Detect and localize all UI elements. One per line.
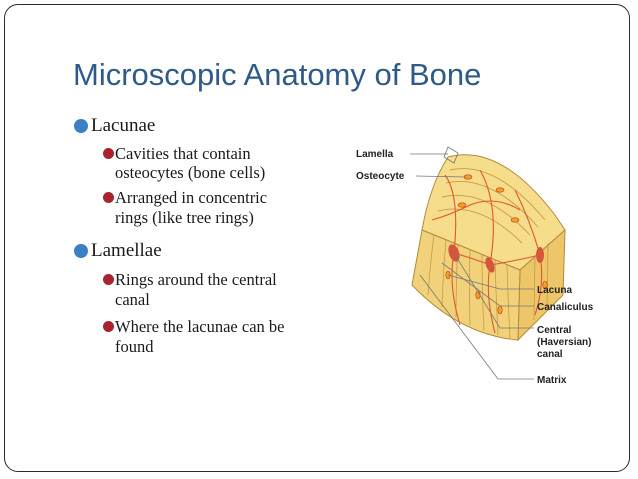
osteocyte-leader <box>415 175 467 178</box>
sub-bullet: Where the lacunae can be <box>103 317 285 337</box>
sub-bullet-dot-icon <box>103 148 114 159</box>
label-central-2: (Haversian) <box>537 337 591 348</box>
sub-bullet-line: Arranged in concentric <box>115 188 268 207</box>
sub-bullet-line: Cavities that contain <box>115 144 251 163</box>
sub-bullet-continuation: canal <box>115 290 150 310</box>
sub-bullet-line: osteocytes (bone cells) <box>115 163 266 182</box>
label-canaliculus: Canaliculus <box>537 302 594 313</box>
sub-bullet-line: Where the lacunae can be <box>115 317 285 336</box>
label-central-3: canal <box>537 349 563 360</box>
sub-bullet-dot-icon <box>103 274 114 285</box>
sub-bullet: Rings around the central <box>103 270 277 290</box>
sub-bullet-continuation: rings (like tree rings) <box>115 208 254 228</box>
sub-bullet-line: rings (like tree rings) <box>115 208 254 227</box>
right-leader-lines <box>419 252 534 380</box>
bone-top-surface <box>421 154 566 271</box>
bullet-lamellae: Lamellae <box>74 240 162 262</box>
front-lamellae <box>427 234 549 339</box>
bullet-dot-icon <box>74 119 88 133</box>
osteocyte-cells <box>445 174 548 315</box>
label-lacuna: Lacuna <box>537 285 572 296</box>
sub-bullet-line: Rings around the central <box>115 270 277 289</box>
bullet-text: Lacunae <box>91 115 156 136</box>
bullet-lacunae: Lacunae <box>74 115 156 137</box>
bullet-text: Lamellae <box>91 240 162 261</box>
sub-bullet-dot-icon <box>103 321 114 332</box>
label-central-1: Central <box>537 325 572 336</box>
sub-bullet: Cavities that contain <box>103 144 251 164</box>
lamella-bracket <box>443 146 459 164</box>
sub-bullet-line: canal <box>115 290 150 309</box>
sub-bullet-continuation: found <box>115 337 154 357</box>
label-matrix: Matrix <box>537 375 567 386</box>
sub-bullet-line: found <box>115 337 154 356</box>
bullet-dot-icon <box>74 244 88 258</box>
sub-bullet-continuation: osteocytes (bone cells) <box>115 163 265 183</box>
canaliculi-network <box>431 169 543 334</box>
bone-illustration: Lamella Osteocyte Lacuna Canaliculus Cen… <box>356 146 594 386</box>
slide-title: Microscopic Anatomy of Bone <box>73 57 482 92</box>
label-lamella: Lamella <box>356 149 394 160</box>
bone-front-face <box>411 229 521 341</box>
sub-bullet: Arranged in concentric <box>103 188 268 208</box>
label-osteocyte: Osteocyte <box>356 171 405 182</box>
sub-bullet-dot-icon <box>103 192 114 203</box>
slide: Microscopic Anatomy of Bone Lacunae Cavi… <box>4 4 630 472</box>
